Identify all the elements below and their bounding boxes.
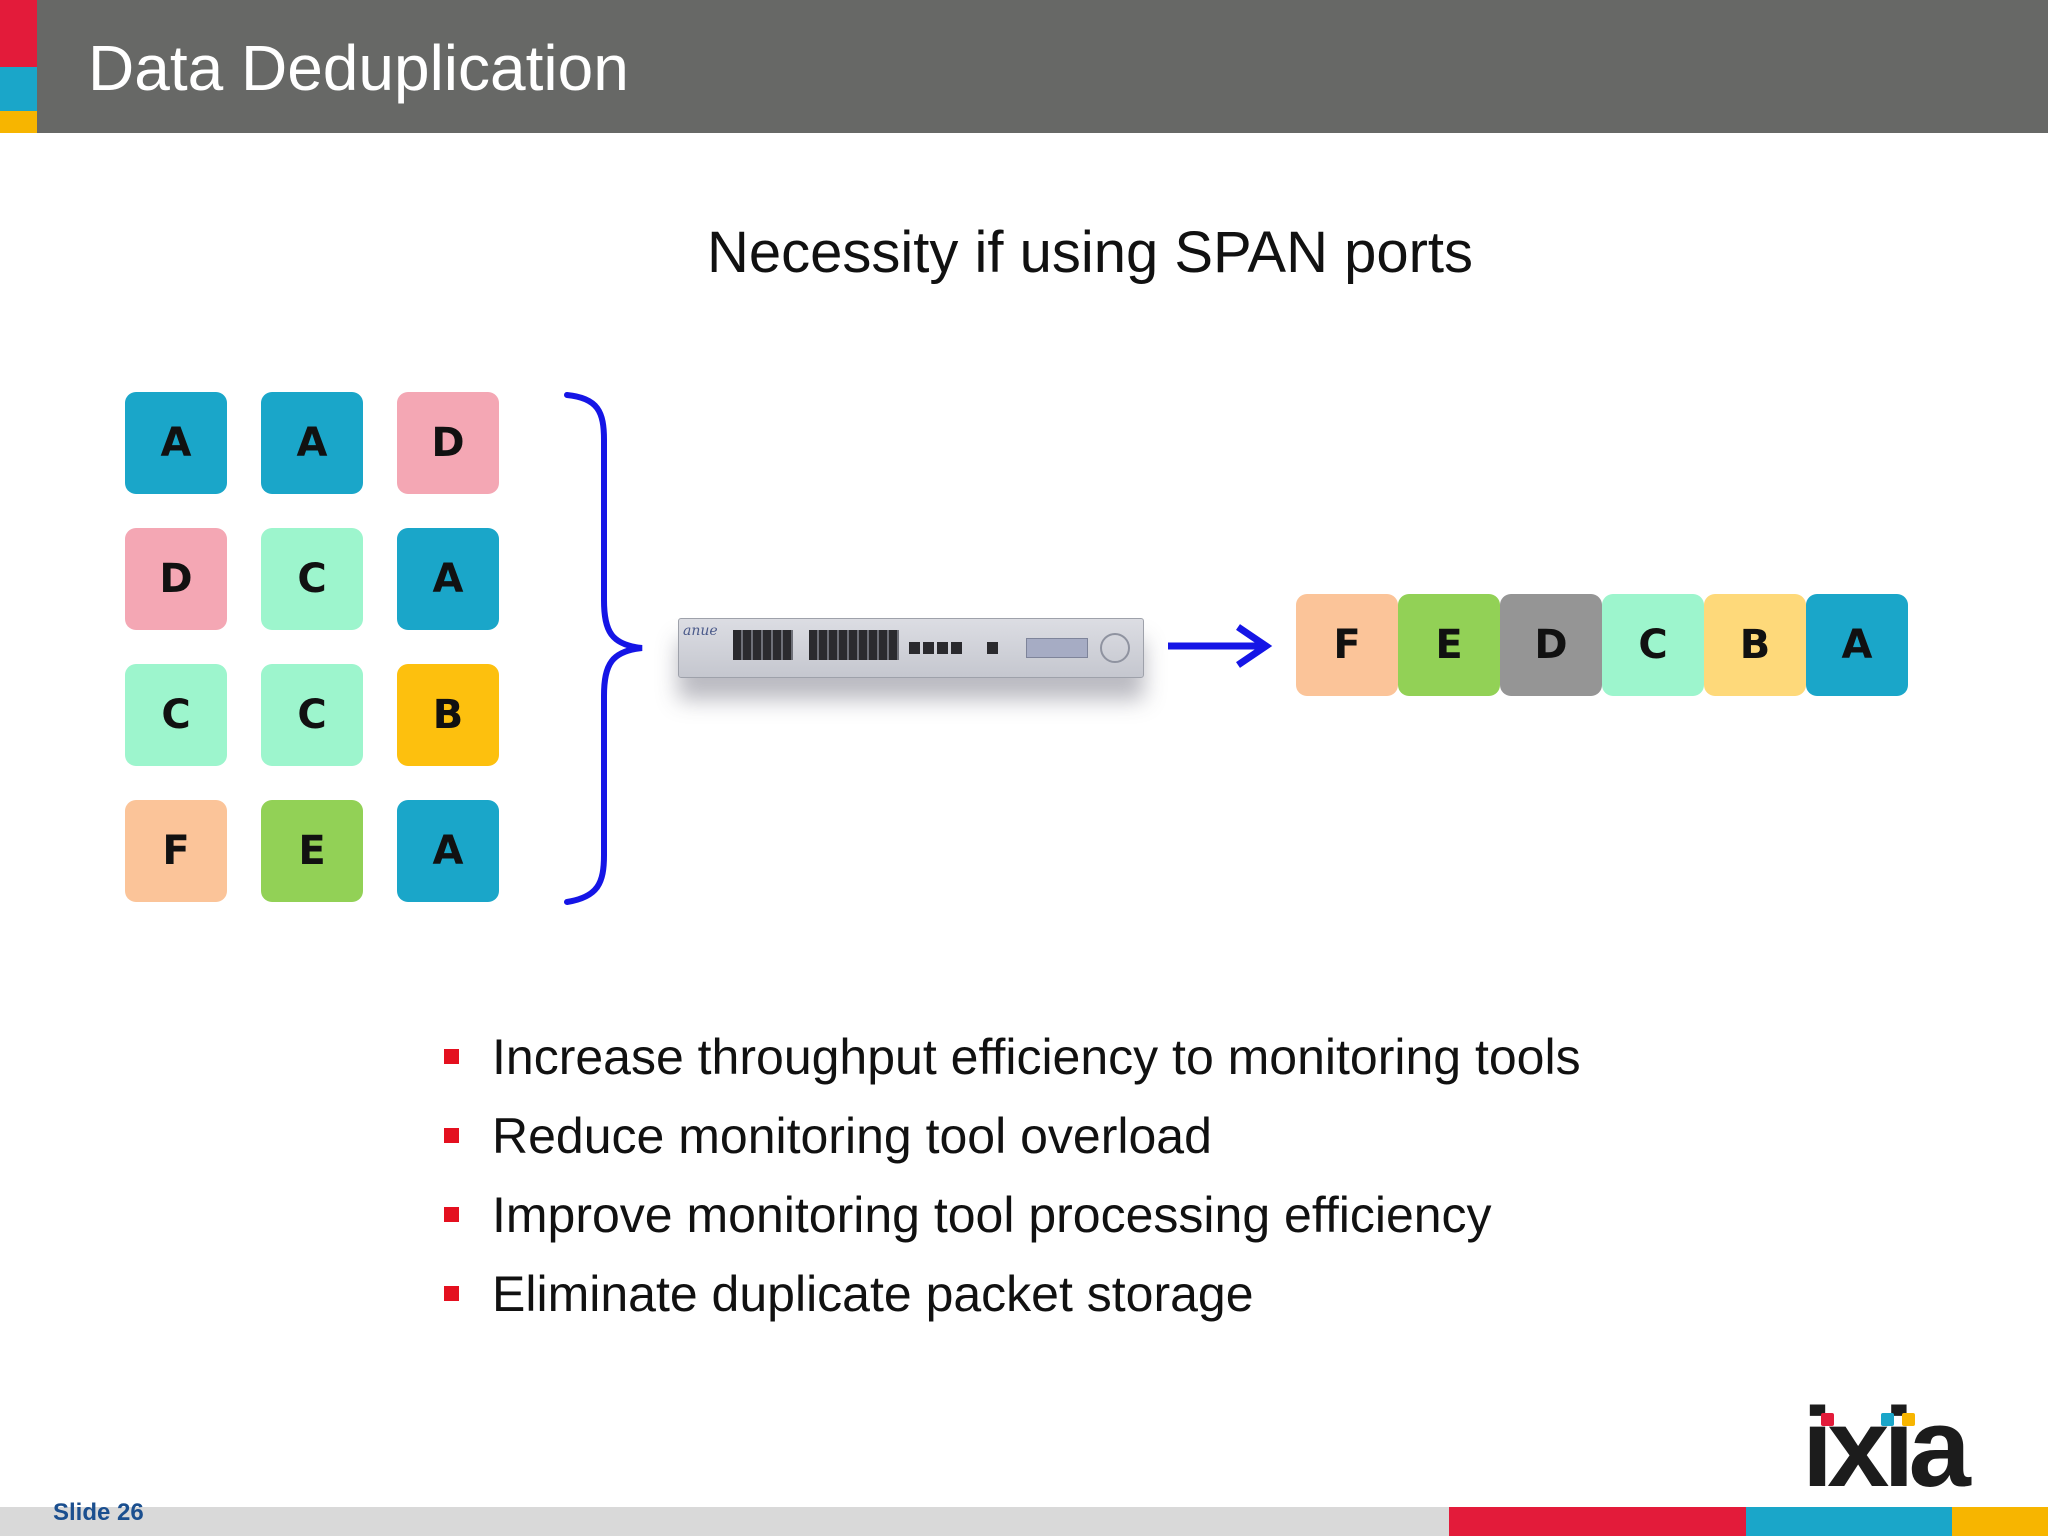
input-packet: C xyxy=(261,528,363,630)
dedup-appliance: anue xyxy=(678,618,1144,678)
rj45-port-icon xyxy=(909,642,920,654)
input-packet: A xyxy=(125,392,227,494)
benefit-item: Eliminate duplicate packet storage xyxy=(440,1255,1581,1334)
bullet-square-icon xyxy=(444,1286,459,1301)
output-packet: C xyxy=(1602,594,1704,696)
benefit-item: Reduce monitoring tool overload xyxy=(440,1097,1581,1176)
bullet-square-icon xyxy=(444,1128,459,1143)
rj45-port-icon xyxy=(951,642,962,654)
input-packet: B xyxy=(397,664,499,766)
rj45-port-icon xyxy=(937,642,948,654)
bullet-square-icon xyxy=(444,1207,459,1222)
title-bar xyxy=(0,0,2048,133)
output-packet: E xyxy=(1398,594,1500,696)
rj45-port-icon xyxy=(923,642,934,654)
slide-number: Slide 26 xyxy=(53,1499,144,1526)
keypad-icon xyxy=(1100,633,1130,663)
accent-yellow xyxy=(0,111,37,133)
logo-dot-red xyxy=(1821,1413,1834,1426)
input-packet: F xyxy=(125,800,227,902)
input-packet: D xyxy=(125,528,227,630)
grouping-brace xyxy=(564,392,643,905)
rj45-port-icon xyxy=(987,642,998,654)
footer-segment-blue xyxy=(1746,1507,1952,1536)
benefit-list: Increase throughput efficiency to monito… xyxy=(440,1018,1581,1334)
output-packet: F xyxy=(1296,594,1398,696)
footer-segment-yellow xyxy=(1952,1507,2048,1536)
footer-segment-red xyxy=(1449,1507,1746,1536)
appliance-logo: anue xyxy=(683,623,718,639)
lcd-display xyxy=(1026,638,1088,658)
company-logo: ixia xyxy=(1802,1385,1971,1510)
output-packet: A xyxy=(1806,594,1908,696)
input-packet: C xyxy=(125,664,227,766)
slide-title: Data Deduplication xyxy=(88,32,629,104)
benefit-item: Increase throughput efficiency to monito… xyxy=(440,1018,1581,1097)
input-packet: A xyxy=(397,528,499,630)
input-packet: A xyxy=(397,800,499,902)
output-packet: D xyxy=(1500,594,1602,696)
logo-dot-blue xyxy=(1881,1413,1894,1426)
output-packet: B xyxy=(1704,594,1806,696)
logo-dot-yellow xyxy=(1902,1413,1915,1426)
input-packet: D xyxy=(397,392,499,494)
accent-blue xyxy=(0,67,37,111)
benefit-item: Improve monitoring tool processing effic… xyxy=(440,1176,1581,1255)
sfp-port-bank-icon xyxy=(733,630,793,660)
input-packet: C xyxy=(261,664,363,766)
arrow-head-icon xyxy=(1236,624,1273,668)
input-packet: A xyxy=(261,392,363,494)
sfp-port-bank-icon xyxy=(809,630,899,660)
diagram-subtitle: Necessity if using SPAN ports xyxy=(706,220,1474,285)
bullet-square-icon xyxy=(444,1049,459,1064)
accent-red xyxy=(0,0,37,67)
input-packet: E xyxy=(261,800,363,902)
